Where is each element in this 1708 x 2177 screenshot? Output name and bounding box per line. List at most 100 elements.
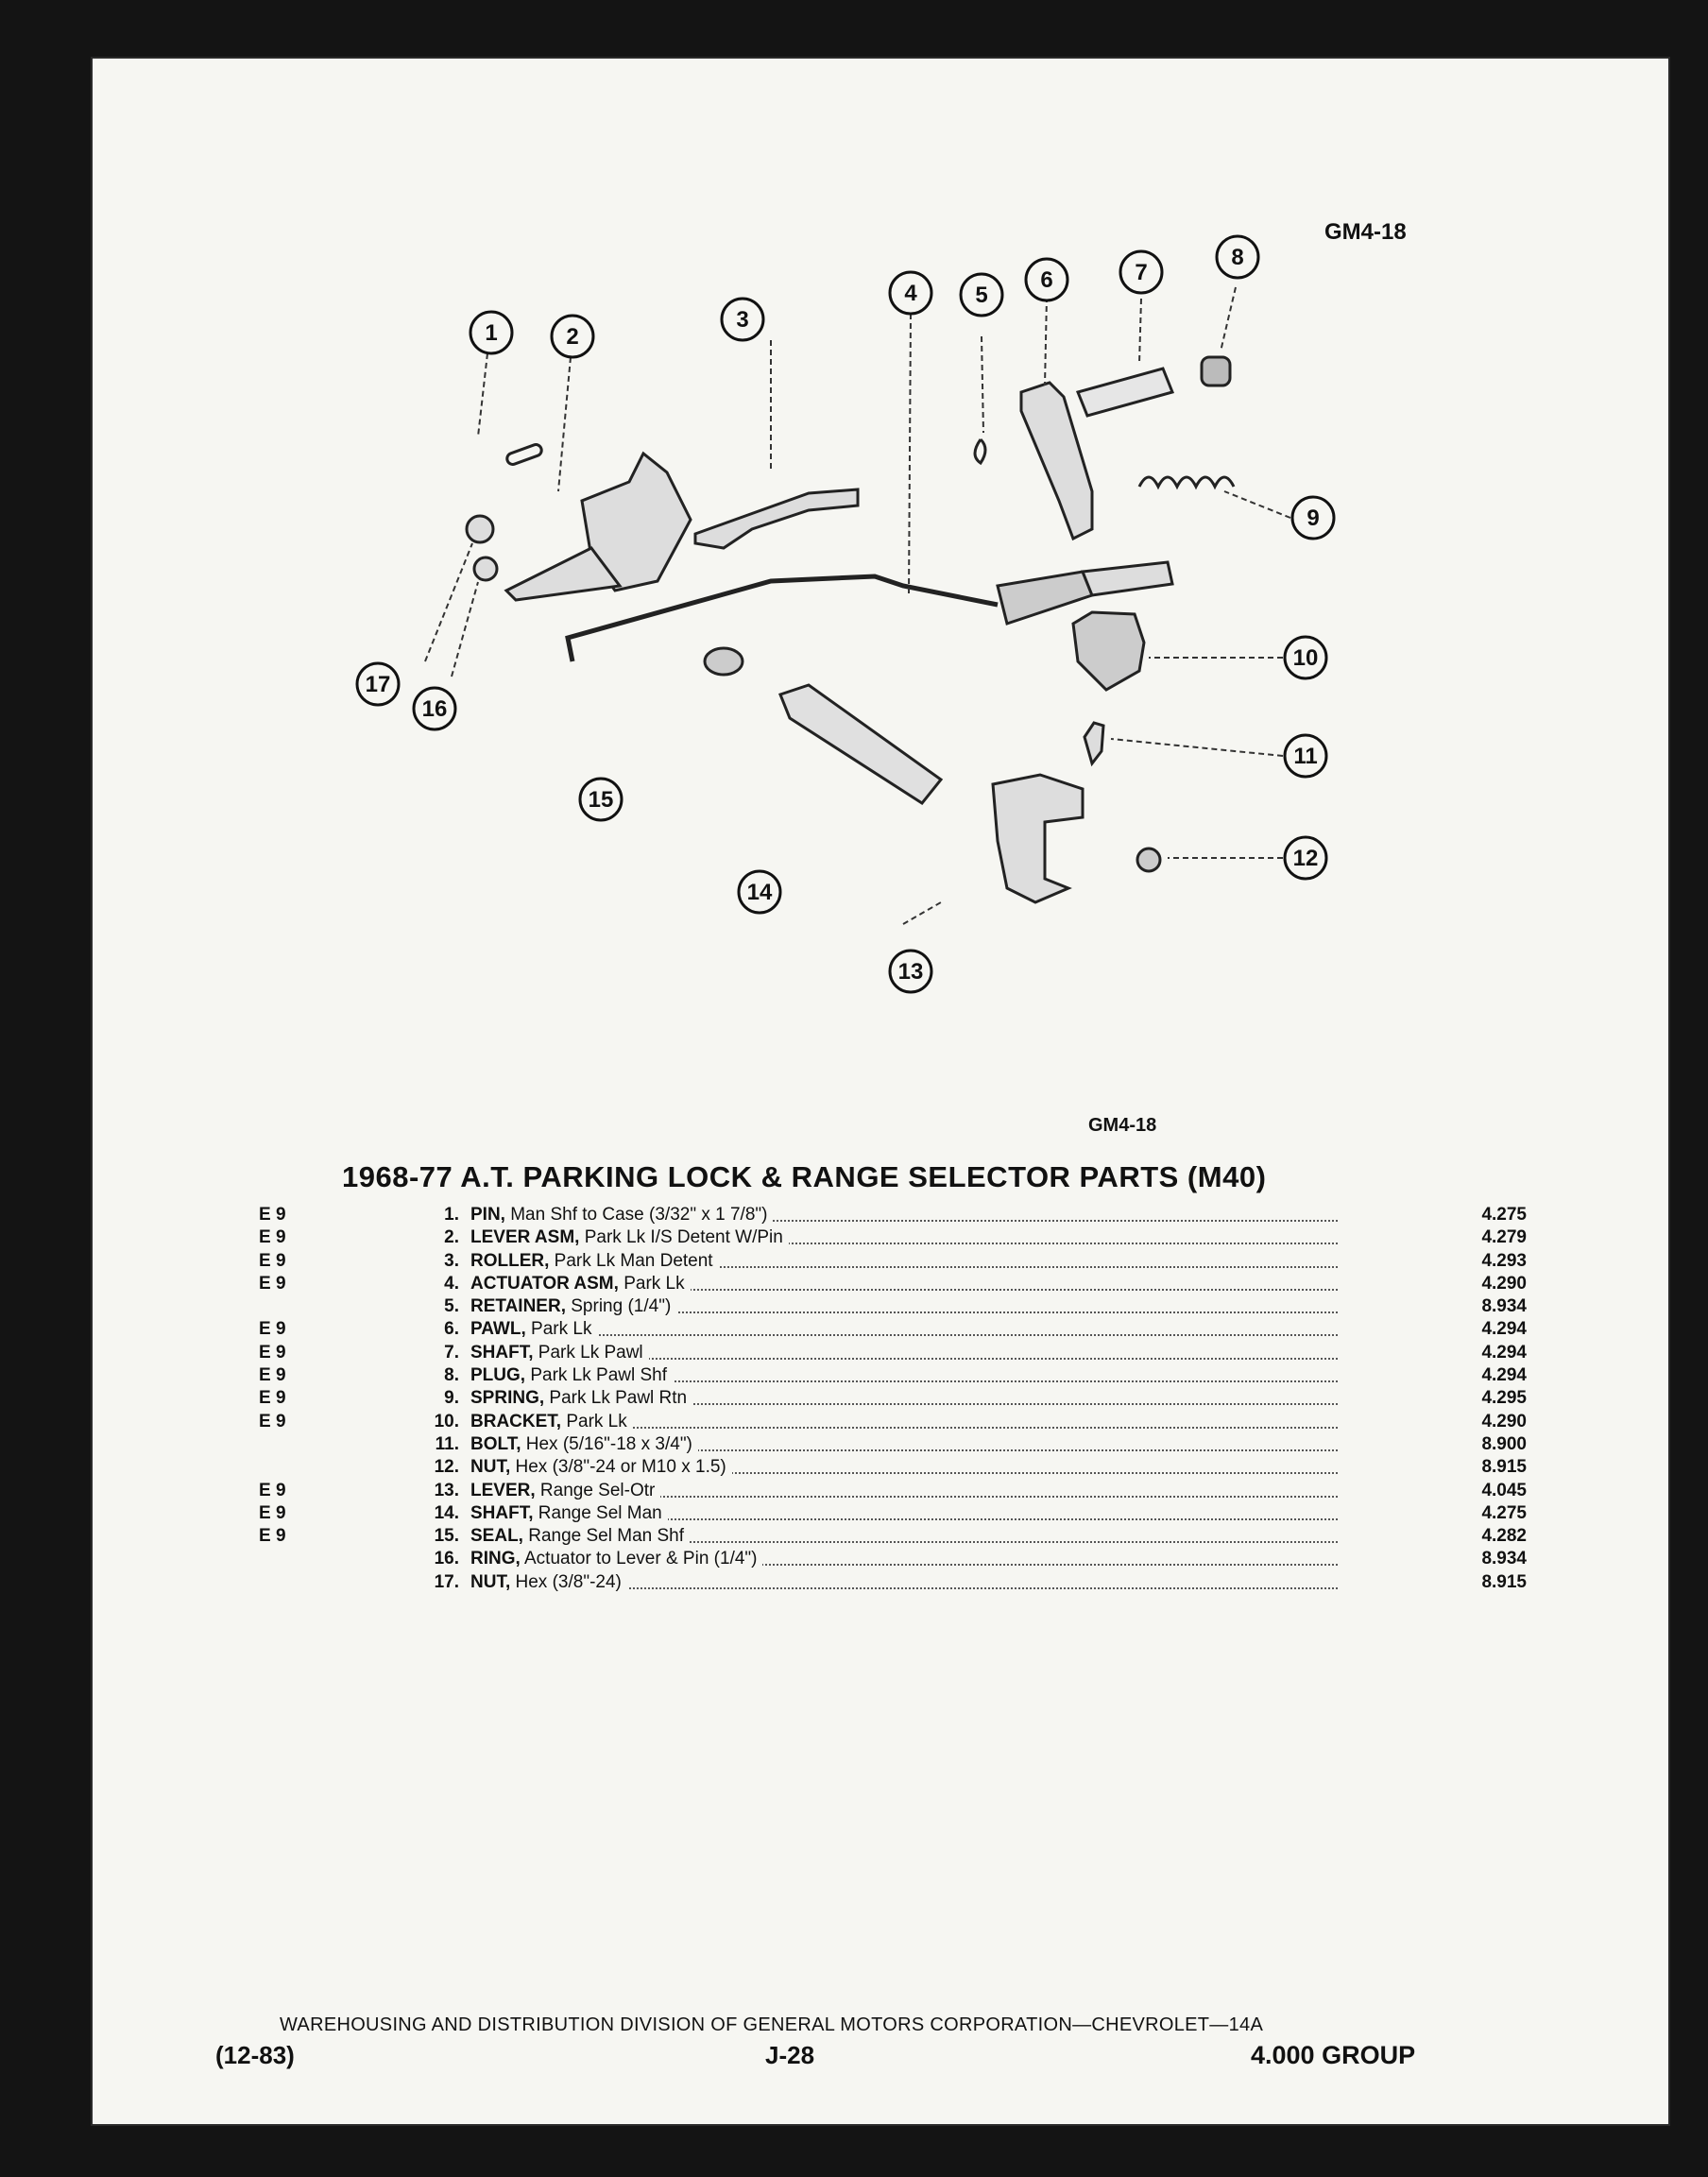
- part-code: E 9: [259, 1411, 286, 1431]
- part-description: SHAFT, Park Lk Pawl: [470, 1342, 649, 1364]
- part-detail: Park Lk Pawl: [533, 1342, 643, 1363]
- part-detail: Hex (5/16"-18 x 3/4"): [521, 1433, 692, 1454]
- part-code: E 9: [259, 1273, 286, 1294]
- figure-code: GM4-18: [1324, 219, 1407, 245]
- part-number: 5.: [444, 1296, 459, 1317]
- part-description: LEVER ASM, Park Lk I/S Detent W/Pin: [470, 1226, 789, 1249]
- part-code: E 9: [259, 1342, 286, 1363]
- part-group: 4.294: [1481, 1319, 1527, 1340]
- dot-leader: [470, 1265, 1338, 1268]
- callout-8: 8: [1215, 234, 1260, 280]
- part-group: 4.275: [1481, 1205, 1527, 1225]
- part-group: 4.290: [1481, 1411, 1527, 1431]
- part-number: 4.: [444, 1273, 459, 1294]
- part-group: 8.934: [1481, 1549, 1527, 1569]
- svg-text:14: 14: [747, 880, 773, 905]
- part-name: LEVER ASM,: [470, 1227, 580, 1248]
- list-item: 5.RETAINER, Spring (1/4")8.934: [251, 1295, 1527, 1318]
- part-group: 8.900: [1481, 1433, 1527, 1454]
- actuator-rod-part: [565, 574, 999, 662]
- part-number: 7.: [444, 1342, 459, 1363]
- dot-leader: [470, 1311, 1338, 1314]
- dot-leader: [470, 1334, 1338, 1337]
- part-detail: Hex (3/8"-24): [510, 1571, 622, 1592]
- roller-part: [693, 488, 860, 550]
- figure-code-caption: GM4-18: [1088, 1115, 1157, 1136]
- part-code: E 9: [259, 1480, 286, 1500]
- part-name: PLUG,: [470, 1365, 526, 1386]
- part-detail: Actuator to Lever & Pin (1/4"): [520, 1549, 758, 1569]
- callout-2: 2: [550, 314, 595, 359]
- part-number: 11.: [435, 1433, 459, 1454]
- list-item: 12.NUT, Hex (3/8"-24 or M10 x 1.5)8.915: [251, 1456, 1527, 1479]
- callout-5: 5: [959, 272, 1004, 317]
- callout-11: 11: [1283, 733, 1328, 779]
- part-name: BOLT,: [470, 1433, 521, 1454]
- dot-leader: [470, 1541, 1338, 1544]
- part-detail: Park Lk: [525, 1319, 592, 1340]
- dot-leader: [470, 1243, 1338, 1245]
- svg-text:12: 12: [1293, 846, 1319, 871]
- bracket-part: [1071, 610, 1146, 692]
- svg-text:16: 16: [422, 696, 448, 722]
- part-name: ROLLER,: [470, 1250, 550, 1271]
- svg-text:8: 8: [1231, 245, 1243, 270]
- part-group: 4.275: [1481, 1502, 1527, 1523]
- part-group: 4.290: [1481, 1273, 1527, 1294]
- svg-text:4: 4: [904, 281, 917, 306]
- dot-leader: [470, 1220, 1338, 1222]
- dot-leader: [470, 1448, 1338, 1451]
- spring-part: [1137, 475, 1236, 490]
- part-number: 6.: [444, 1319, 459, 1340]
- dot-leader: [470, 1357, 1338, 1360]
- part-detail: Man Shf to Case (3/32" x 1 7/8"): [504, 1205, 768, 1225]
- part-number: 10.: [434, 1411, 459, 1431]
- part-code: E 9: [259, 1365, 286, 1386]
- part-description: ACTUATOR ASM, Park Lk: [470, 1273, 691, 1295]
- part-name: SPRING,: [470, 1388, 545, 1409]
- part-name: RING,: [470, 1549, 521, 1569]
- part-description: SHAFT, Range Sel Man: [470, 1502, 668, 1525]
- part-group: 4.282: [1481, 1526, 1527, 1547]
- dot-leader: [470, 1586, 1338, 1589]
- callout-3: 3: [720, 297, 765, 342]
- part-name: NUT,: [470, 1457, 511, 1478]
- part-number: 12.: [434, 1457, 459, 1478]
- plug-part: [1200, 355, 1232, 387]
- part-name: LEVER,: [470, 1480, 536, 1500]
- dot-leader: [470, 1403, 1338, 1406]
- footer-division: WAREHOUSING AND DISTRIBUTION DIVISION OF…: [280, 2014, 1264, 2035]
- callout-16: 16: [412, 686, 457, 731]
- callout-17: 17: [355, 661, 401, 707]
- part-code: E 9: [259, 1205, 286, 1225]
- part-name: SHAFT,: [470, 1342, 534, 1363]
- list-item: E 9 2. LEVER ASM, Park Lk I/S Detent W/Pin…: [251, 1226, 1527, 1249]
- part-description: NUT, Hex (3/8"-24): [470, 1571, 627, 1594]
- svg-text:2: 2: [566, 324, 578, 350]
- part-code: E 9: [259, 1227, 286, 1248]
- svg-text:13: 13: [898, 959, 924, 985]
- part-detail: Park Lk I/S Detent W/Pin: [579, 1227, 783, 1248]
- part-description: RING, Actuator to Lever & Pin (1/4"): [470, 1548, 763, 1570]
- svg-text:5: 5: [975, 283, 987, 308]
- part-number: 2.: [444, 1227, 459, 1248]
- part-code: E 9: [259, 1526, 286, 1547]
- svg-text:3: 3: [736, 307, 748, 333]
- callout-9: 9: [1290, 495, 1336, 540]
- nut-part: [1136, 847, 1162, 873]
- part-number: 3.: [444, 1250, 459, 1271]
- part-description: PLUG, Park Lk Pawl Shf: [470, 1364, 674, 1387]
- part-description: SPRING, Park Lk Pawl Rtn: [470, 1387, 693, 1410]
- pin-part: [505, 443, 543, 466]
- list-item: 17.NUT, Hex (3/8"-24)8.915: [251, 1571, 1527, 1594]
- part-detail: Park Lk Pawl Shf: [525, 1365, 668, 1386]
- part-code: E 9: [259, 1250, 286, 1271]
- part-description: PAWL, Park Lk: [470, 1318, 598, 1341]
- footer-date: (12-83): [215, 2041, 295, 2069]
